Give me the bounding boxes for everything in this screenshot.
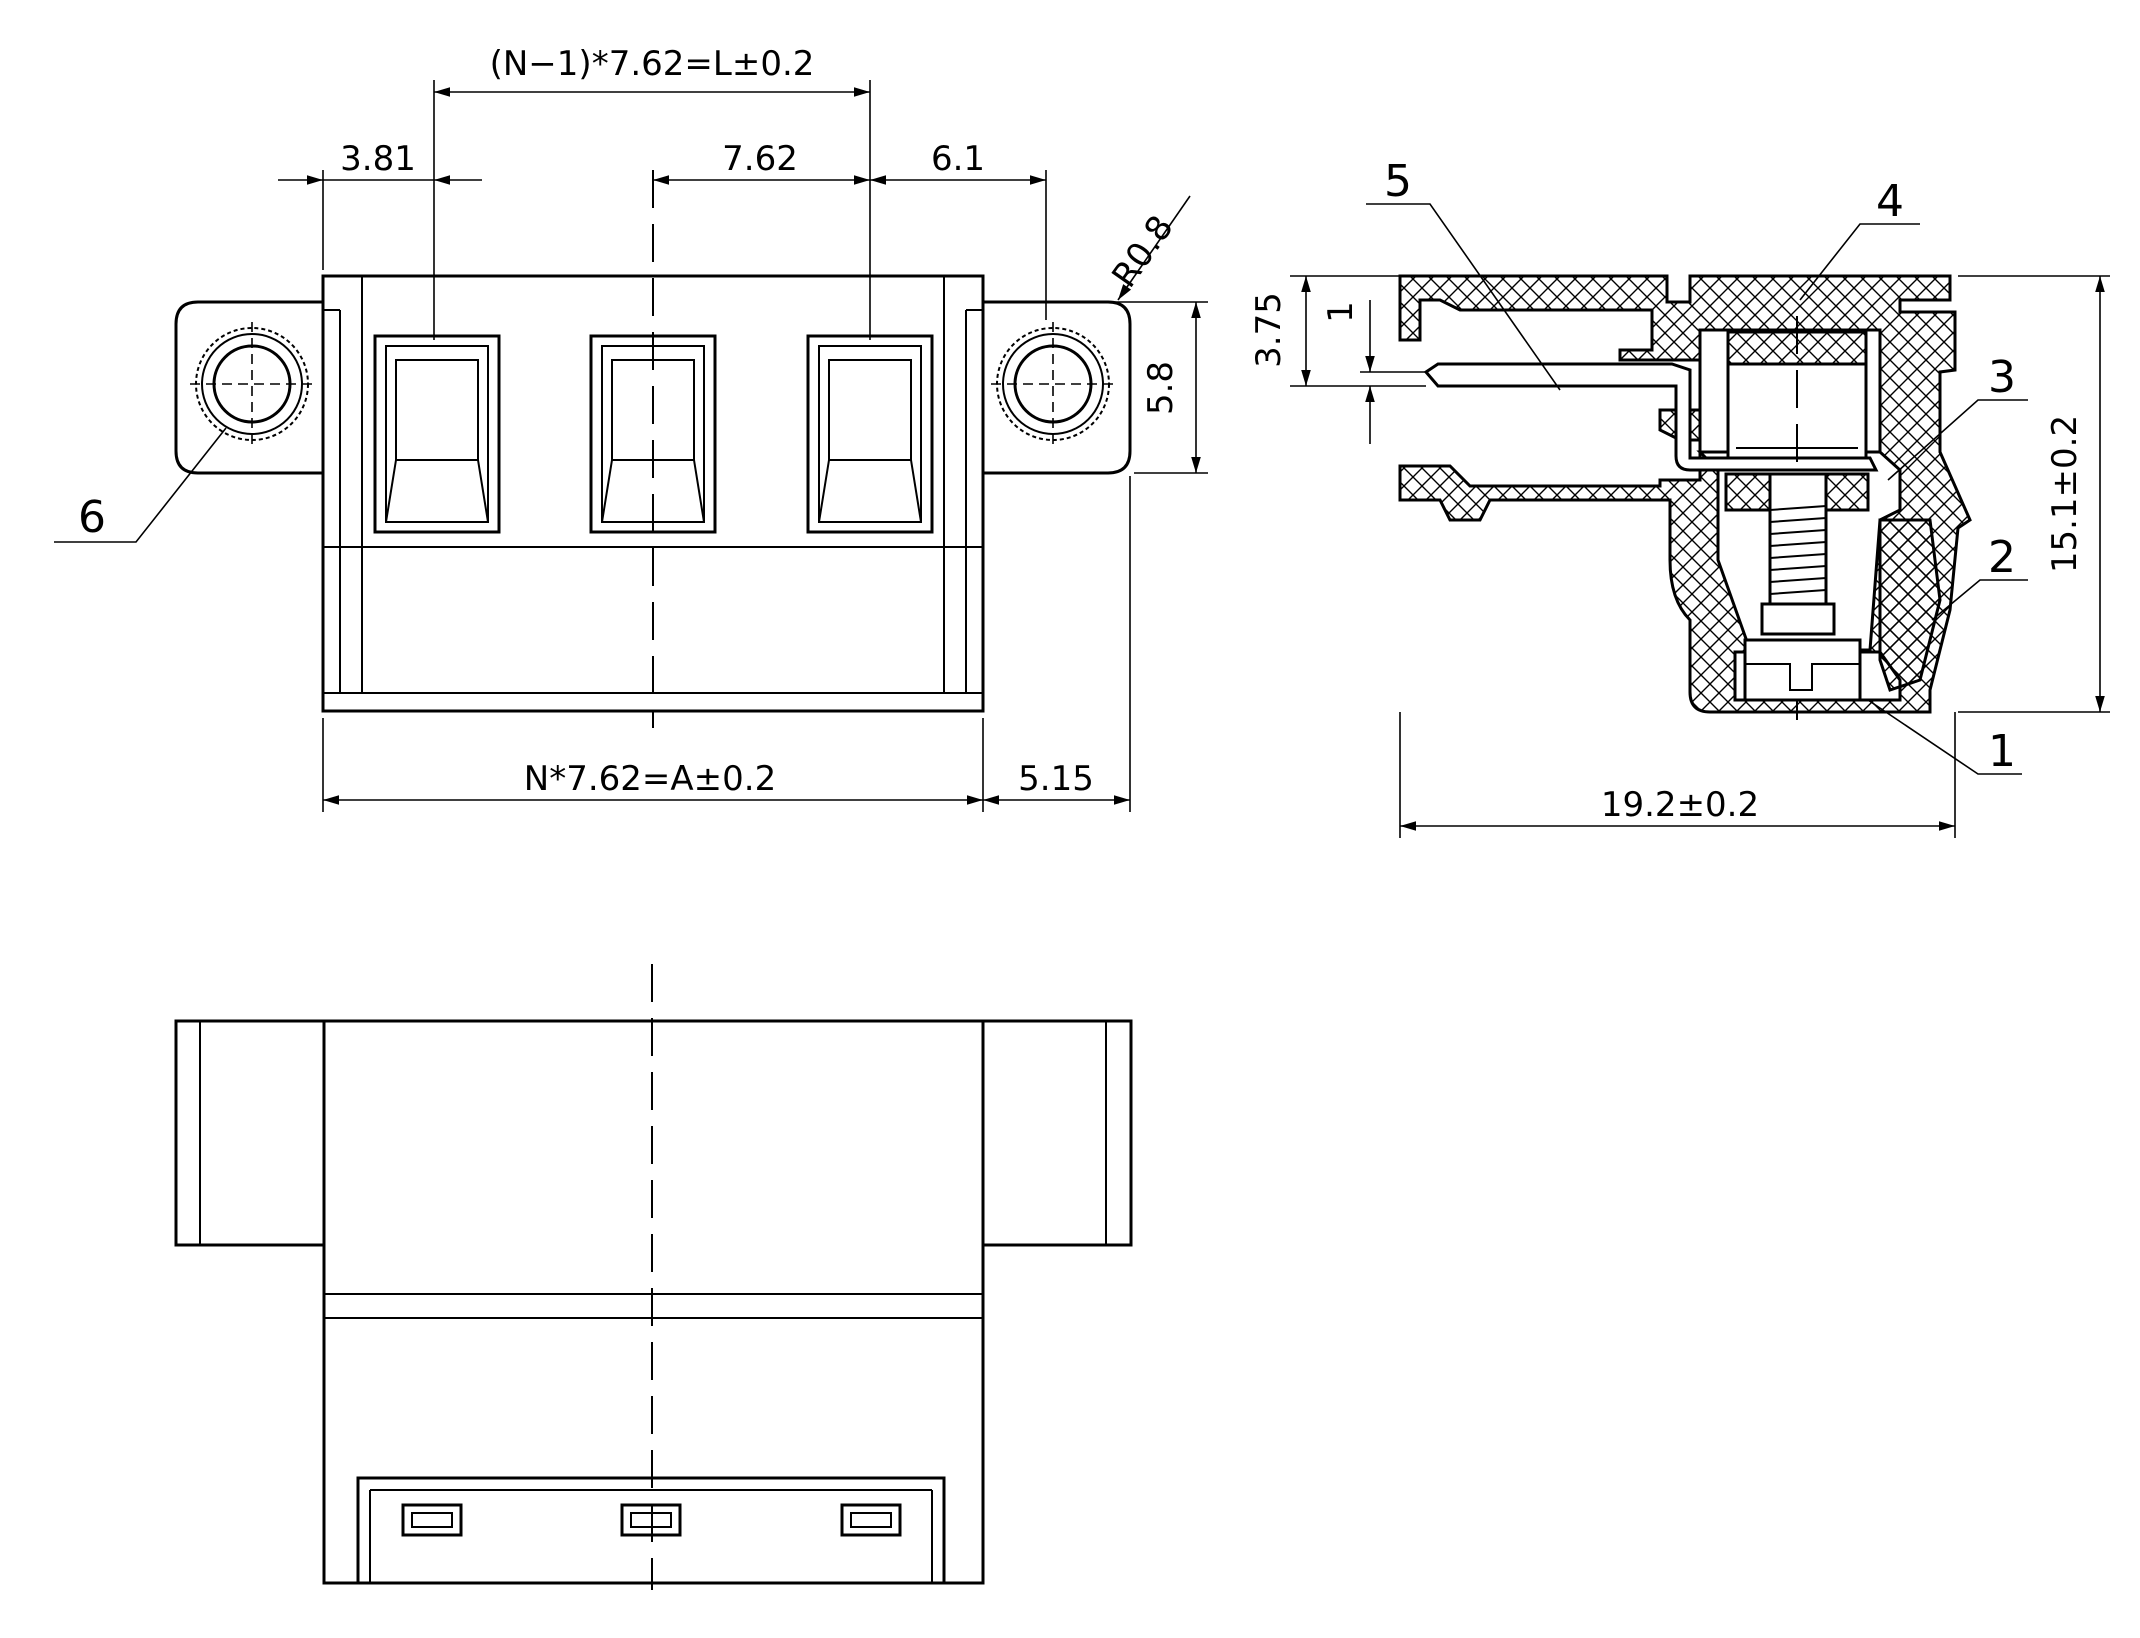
side-view: 19.2±0.2 15.1±0.2 3.75 1 5 4 3 2 1: [1249, 156, 2110, 838]
callout-4: 4: [1876, 176, 1904, 227]
dim-pitch: 7.62: [722, 139, 798, 179]
callout-3: 3: [1988, 352, 2016, 403]
wire-entry-3: [806, 334, 934, 534]
dim-total-length: N*7.62=A±0.2: [524, 759, 776, 799]
left-screw-icon: [190, 322, 314, 446]
dim-flange-width: 5.15: [1018, 759, 1094, 799]
screw-thread-icon: [1743, 472, 1862, 702]
dim-left-offset: 3.81: [340, 139, 416, 179]
dim-side-top: 3.75: [1249, 292, 1289, 368]
wire-entry-2: [589, 334, 717, 534]
bottom-right-flange: [981, 1019, 1133, 1247]
callout-6: 6: [78, 492, 106, 543]
dim-right-offset: 6.1: [931, 139, 985, 179]
pin-window-1: [401, 1503, 463, 1537]
bottom-body: [322, 1019, 985, 1585]
right-screw-icon: [991, 322, 1115, 446]
callout-2: 2: [1988, 532, 2016, 583]
right-flange: [983, 300, 1132, 475]
pin-window-3: [840, 1503, 902, 1537]
dim-side-height: 15.1±0.2: [2045, 415, 2085, 573]
dim-flange-height: 5.8: [1141, 361, 1181, 415]
dim-pitch-length: (N−1)*7.62=L±0.2: [490, 44, 815, 84]
left-flange: [174, 300, 323, 475]
wire-entry-1: [373, 334, 501, 534]
dim-side-depth: 19.2±0.2: [1601, 785, 1759, 825]
bottom-view: [174, 964, 1133, 1590]
bottom-left-flange: [174, 1019, 326, 1247]
callout-5: 5: [1384, 156, 1412, 207]
front-view: (N−1)*7.62=L±0.2 3.81 7.62 6.1 R0.8 5.8 …: [54, 44, 1208, 812]
callout-1: 1: [1988, 726, 2016, 777]
dim-side-pin: 1: [1321, 301, 1361, 323]
dim-radius: R0.8: [1104, 208, 1181, 295]
